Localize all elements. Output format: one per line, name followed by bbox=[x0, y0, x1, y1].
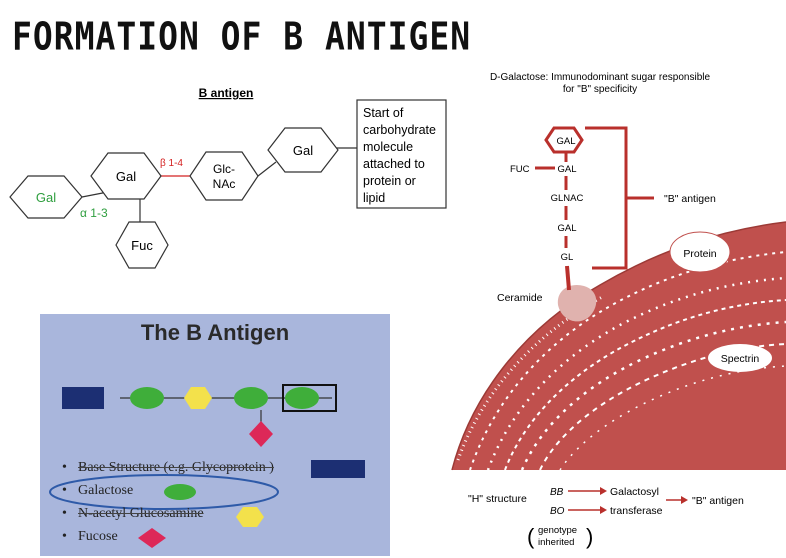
gal-left-label: Gal bbox=[36, 190, 56, 205]
legend-base-shape bbox=[311, 460, 365, 478]
protein-blob bbox=[669, 231, 731, 273]
glcnac-label-1: Glc- bbox=[213, 162, 235, 176]
fuc-hexagon bbox=[115, 221, 169, 269]
beta-link-label: β 1-4 bbox=[160, 158, 183, 169]
note-line: attached to bbox=[363, 157, 425, 171]
slide-diagram bbox=[49, 384, 365, 548]
gal-center-label: Gal bbox=[116, 169, 136, 184]
enzyme-line-2: transferase bbox=[610, 505, 663, 517]
legend-label: Base Structure (e.g. Glycoprotein ) bbox=[78, 460, 274, 475]
legend-galactose-shape bbox=[164, 484, 196, 500]
legend-fucose-shape bbox=[138, 528, 166, 548]
genotype-line-1: genotype bbox=[538, 525, 577, 536]
note-line: lipid bbox=[363, 191, 385, 205]
ceramide-blob bbox=[557, 284, 597, 322]
b-antigen-structure-diagram: B antigen Gal Gal Glc- NAc Gal Fuc α 1-3… bbox=[9, 86, 447, 269]
fucose-diamond bbox=[249, 421, 273, 447]
ceramide-label: Ceramide bbox=[497, 292, 543, 304]
galactose-ellipse bbox=[130, 387, 164, 409]
galactose-highlight-oval bbox=[49, 474, 279, 510]
bo-label: BO bbox=[550, 506, 565, 517]
b-antigen-slide: The B Antigen •Base Structure (e.g. Glyc… bbox=[40, 314, 390, 556]
structure-heading: B antigen bbox=[199, 86, 254, 100]
legend-row: •Fucose bbox=[62, 529, 118, 544]
terminal-highlight-box bbox=[282, 384, 337, 412]
note-line: Start of bbox=[363, 106, 404, 120]
gal-right-hexagon bbox=[267, 127, 339, 173]
chain-glnac: GLNAC bbox=[551, 193, 584, 204]
genotype-line-2: inherited bbox=[538, 537, 574, 548]
page-title: FORMATION OF B ANTIGEN bbox=[12, 14, 472, 59]
caption-line-2: for "B" specificity bbox=[563, 84, 637, 95]
membrane-diagram: D-Galactose: Immunodominant sugar respon… bbox=[451, 72, 786, 549]
alpha-link-label: α 1-3 bbox=[80, 206, 108, 220]
svg-text:): ) bbox=[586, 524, 593, 549]
legend-label: Galactose bbox=[78, 483, 134, 498]
glcnac-hexagon bbox=[189, 151, 259, 201]
gal-terminal-hexagon bbox=[544, 126, 584, 154]
note-line: molecule bbox=[363, 140, 413, 154]
note-line: protein or bbox=[363, 174, 416, 188]
result-label: "B" antigen bbox=[692, 495, 744, 507]
legend-label: Fucose bbox=[78, 529, 118, 544]
legend-glcnac-shape bbox=[236, 507, 264, 527]
note-line: carbohydrate bbox=[363, 123, 436, 137]
slide-heading: The B Antigen bbox=[140, 320, 290, 345]
membrane-outer bbox=[452, 222, 786, 470]
fuc-chain-label: FUC bbox=[510, 164, 530, 175]
chain-gal-1: GAL bbox=[556, 136, 575, 147]
legend-label: N-acetyl Glucosamine bbox=[78, 506, 204, 521]
galactose-ellipse bbox=[234, 387, 268, 409]
legend-row: •Galactose bbox=[62, 483, 134, 498]
chain-gal-2: GAL bbox=[557, 164, 576, 175]
gal-left-hexagon bbox=[9, 175, 83, 219]
legend-row: •Base Structure (e.g. Glycoprotein ) bbox=[62, 460, 274, 475]
b-antigen-bracket-label: "B" antigen bbox=[664, 193, 716, 205]
protein-label: Protein bbox=[683, 248, 716, 260]
fuc-label: Fuc bbox=[131, 238, 153, 253]
gal-center-hexagon bbox=[90, 152, 162, 200]
spectrin-label: Spectrin bbox=[721, 353, 760, 365]
base-structure-rect bbox=[62, 387, 104, 409]
enzyme-line-1: Galactosyl bbox=[610, 486, 659, 498]
chain-gal-3: GAL bbox=[557, 223, 576, 234]
svg-text:(: ( bbox=[527, 524, 535, 549]
glcnac-hexagon bbox=[184, 387, 212, 409]
caption-line-1: D-Galactose: Immunodominant sugar respon… bbox=[490, 72, 711, 83]
gal-right-label: Gal bbox=[293, 143, 313, 158]
h-structure-label: "H" structure bbox=[468, 493, 527, 505]
note-box bbox=[356, 99, 447, 209]
galactose-ellipse-terminal bbox=[285, 387, 319, 409]
bb-label: BB bbox=[550, 487, 564, 498]
chain-gl: GL bbox=[561, 252, 574, 263]
spectrin-blob bbox=[708, 344, 772, 372]
b-antigen-bracket bbox=[585, 126, 628, 270]
legend-row: •N-acetyl Glucosamine bbox=[62, 506, 204, 521]
glcnac-label-2: NAc bbox=[213, 177, 236, 191]
